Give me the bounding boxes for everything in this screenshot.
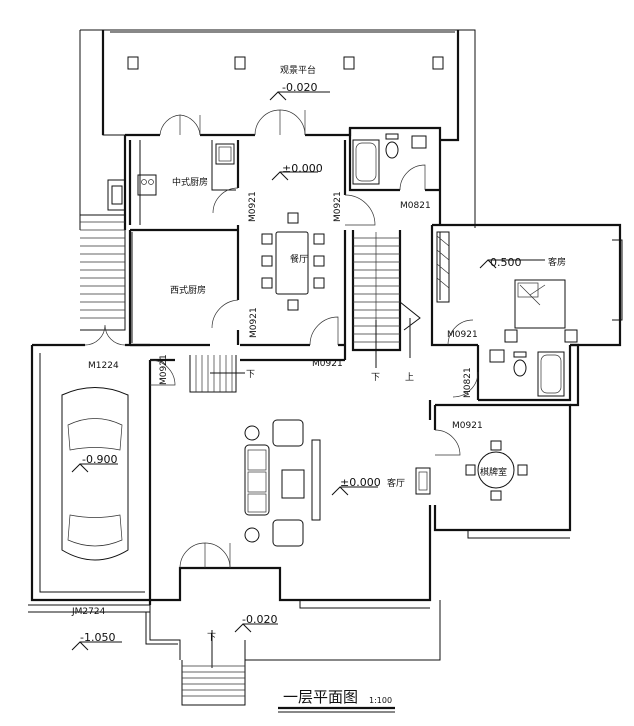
side-table — [244, 425, 260, 441]
chair — [465, 464, 476, 476]
terrace-elevation: -0.020 — [282, 81, 317, 94]
stair-down-label: 下 — [246, 370, 255, 380]
coffee-table — [281, 469, 305, 499]
chair — [287, 212, 299, 224]
bed-icon — [514, 279, 566, 329]
sink-icon — [215, 143, 235, 165]
armchair-icon — [272, 419, 304, 447]
drawing-title-block: 一层平面图 1:100 — [278, 688, 395, 713]
door-m1224: M1224 — [88, 361, 119, 371]
living-room: 下 ±0.000 客厅 M0921 — [148, 345, 432, 609]
door-m0921-dining: M0921 — [333, 191, 343, 222]
armchair-icon — [272, 519, 304, 547]
side-table — [244, 527, 260, 543]
chess-room: M0921 棋牌室 — [433, 343, 580, 539]
door-m0921-kitchen: M0921 — [248, 191, 258, 222]
garage-elevation: -0.900 — [82, 453, 117, 466]
drawing-title: 一层平面图 — [283, 688, 358, 706]
chess-room-label: 棋牌室 — [480, 466, 507, 478]
guest-room-elevation: 0.500 — [490, 256, 522, 269]
wardrobe — [436, 231, 450, 303]
door-m0921-dining-bottom: M0921 — [312, 359, 343, 369]
door-jm2724: JM2724 — [71, 607, 106, 617]
car-icon — [61, 387, 129, 561]
column-marker — [234, 56, 246, 70]
chair — [517, 464, 528, 476]
door-m0921-guest: M0921 — [447, 330, 478, 340]
chair — [313, 277, 325, 289]
column-marker — [432, 56, 444, 70]
outside-elevation: -1.050 — [80, 631, 115, 644]
garage: M1224 -0.900 JM2724 — [28, 324, 151, 617]
terrace-label: 观景平台 — [280, 64, 316, 76]
guest-room-label: 客房 — [548, 256, 566, 268]
living-elevation: ±0.000 — [340, 476, 381, 489]
column-marker — [127, 56, 139, 70]
dining-room: ±0.000 餐厅 M0921 M0921 — [254, 109, 376, 369]
stair-down-label: 下 — [371, 373, 380, 383]
chair — [313, 255, 325, 267]
fireplace — [415, 467, 431, 495]
entrance-stair-down: 下 — [207, 633, 216, 643]
stove-icon — [137, 174, 157, 196]
toilet-icon — [513, 359, 527, 377]
door-m0921-garage: M0921 — [159, 354, 169, 385]
bathroom-top: M0821 — [348, 128, 440, 211]
chair — [490, 490, 502, 501]
basin-icon — [489, 349, 505, 363]
game-table — [477, 451, 515, 489]
door-m0821-bath: M0821 — [400, 201, 431, 211]
chair — [261, 233, 273, 245]
sofa-icon — [244, 444, 270, 516]
chinese-kitchen: 中式厨房 M0921 — [137, 114, 258, 225]
guest-room: 0.500 客房 M0921 — [430, 223, 623, 347]
bathtub-icon — [352, 139, 380, 185]
basin-icon — [411, 135, 427, 149]
dining-table — [275, 231, 309, 295]
door-m0821-bath2: M0821 — [463, 367, 473, 398]
toilet-icon — [385, 141, 399, 159]
stair-up-label: 上 — [405, 372, 414, 383]
entrance-elevation: -0.020 — [242, 613, 277, 626]
tv-cabinet — [311, 439, 321, 521]
chair — [313, 233, 325, 245]
nightstand — [504, 329, 518, 343]
living-label: 客厅 — [387, 477, 405, 489]
chair — [261, 277, 273, 289]
door-m0921-chess: M0921 — [452, 421, 483, 431]
bathroom-2: M0821 — [452, 345, 572, 402]
main-walls — [107, 126, 442, 347]
dining-elevation: ±0.000 — [282, 162, 323, 175]
door-m0921-western: M0921 — [249, 307, 259, 338]
western-kitchen-label: 西式厨房 — [170, 284, 206, 296]
entrance-terrace: -0.020 下 -1.050 — [71, 600, 441, 706]
chair — [490, 440, 502, 451]
chair — [261, 255, 273, 267]
column-marker — [343, 56, 355, 70]
nightstand — [564, 329, 578, 343]
left-outdoor-stair — [80, 214, 126, 331]
bathtub-icon — [537, 351, 565, 397]
chinese-kitchen-label: 中式厨房 — [172, 176, 208, 188]
drawing-scale: 1:100 — [369, 696, 392, 705]
chair — [287, 299, 299, 311]
central-stair: 下 上 — [351, 230, 421, 383]
terrace-area: 观景平台 -0.020 — [79, 29, 476, 230]
western-kitchen: 西式厨房 M0921 — [131, 232, 259, 343]
dining-label: 餐厅 — [290, 253, 308, 265]
